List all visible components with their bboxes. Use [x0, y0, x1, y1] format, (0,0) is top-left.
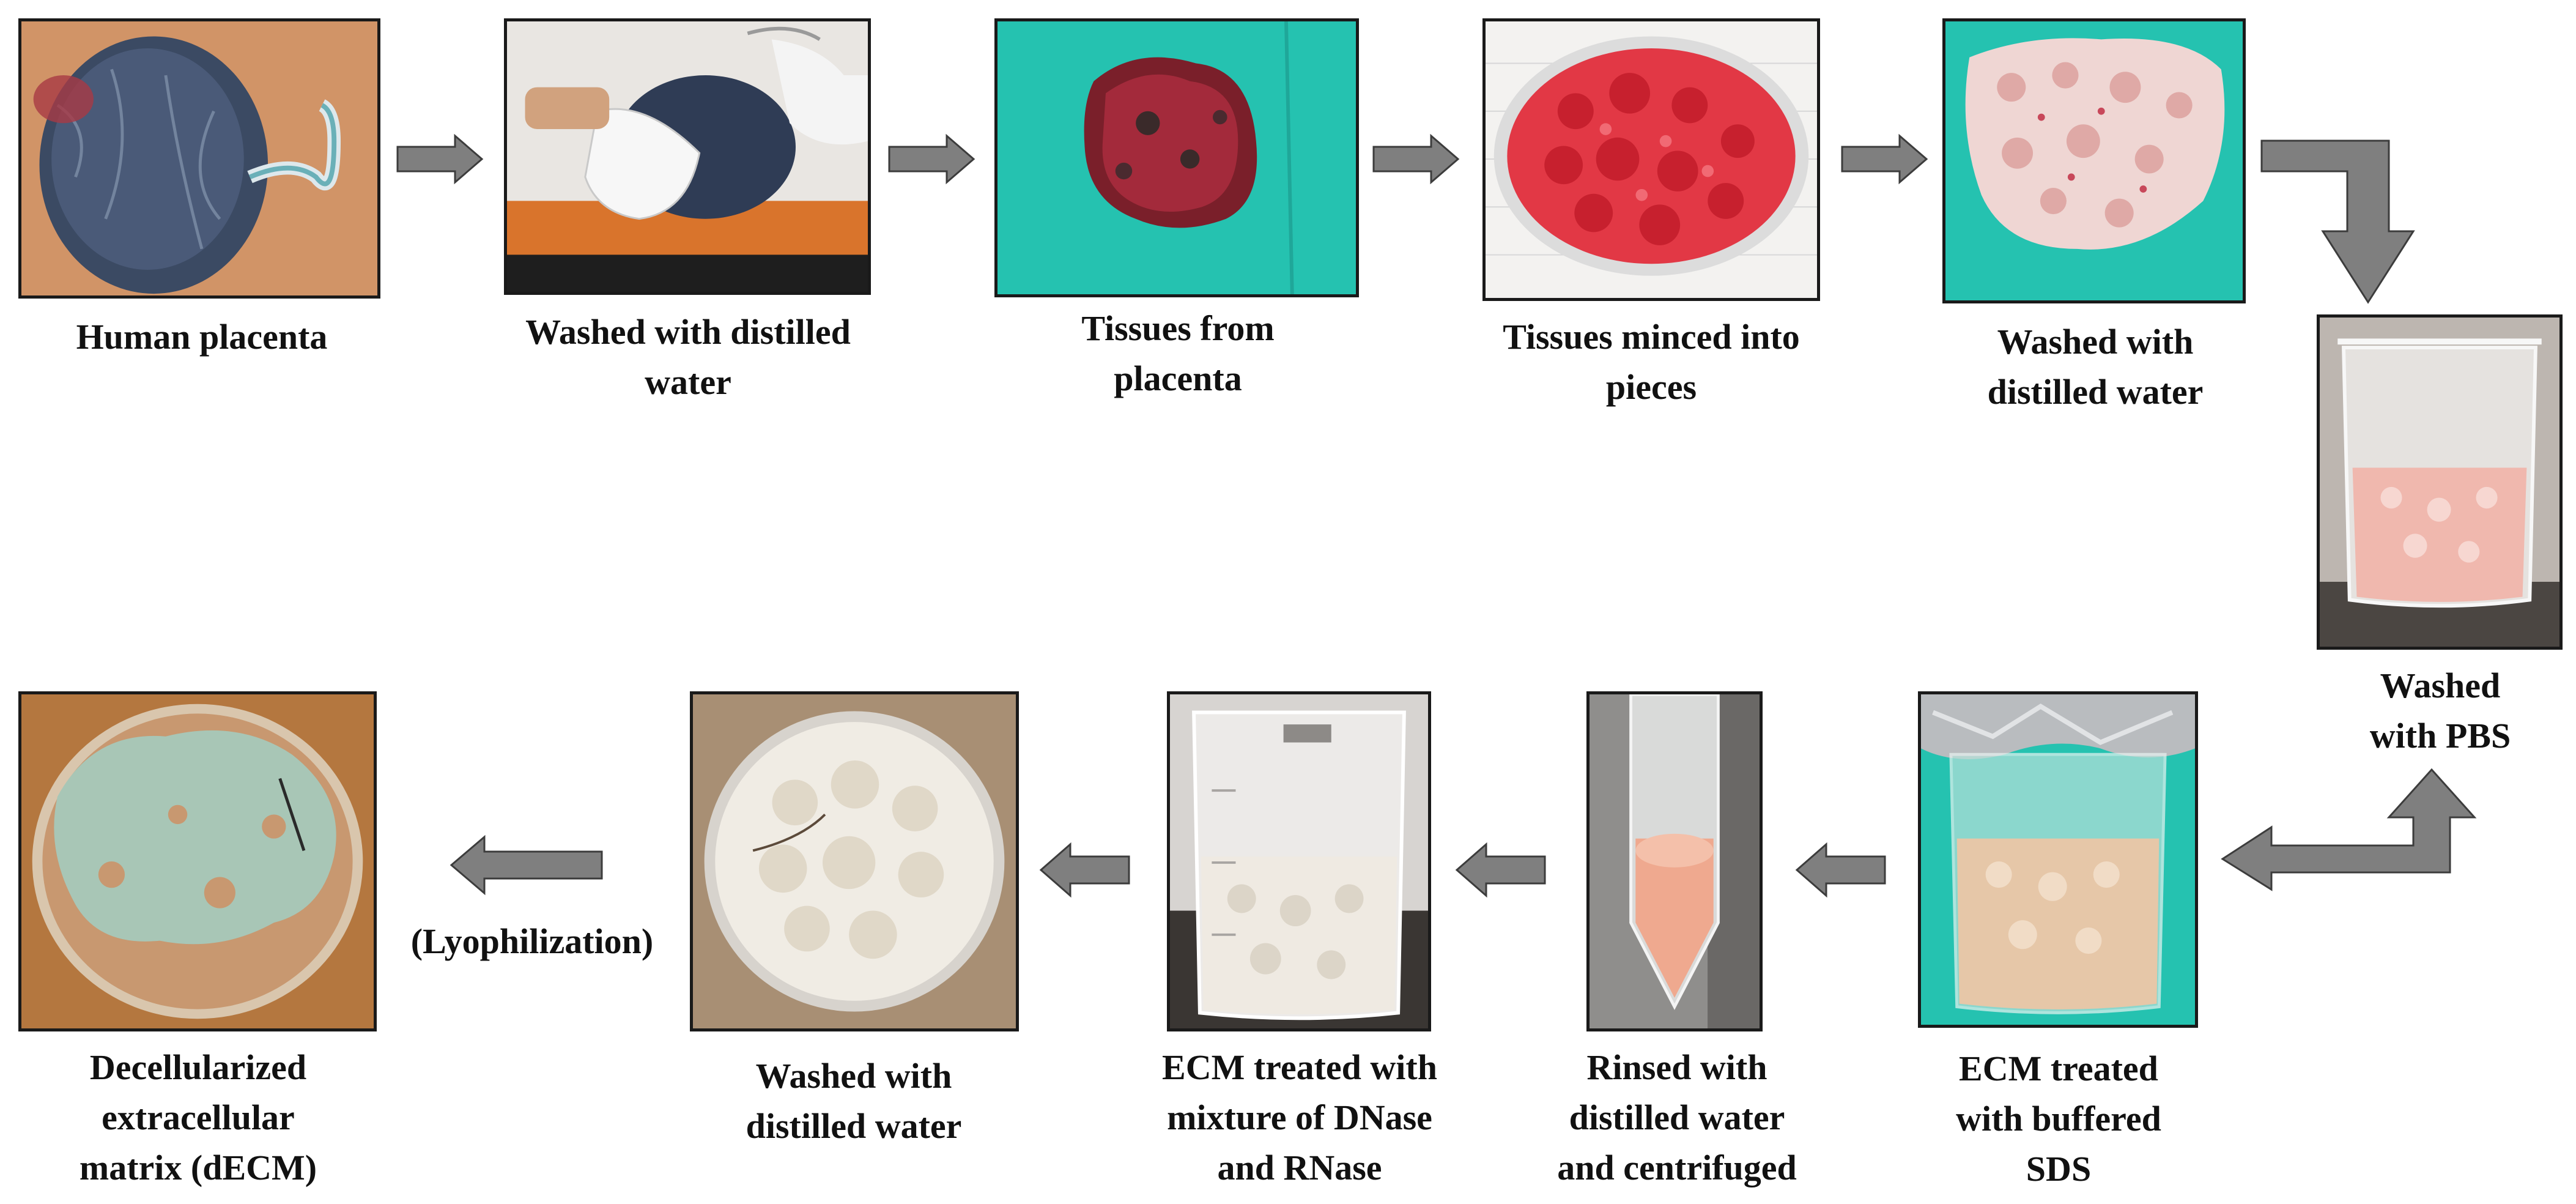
photo-dnase-beaker: [1167, 691, 1431, 1031]
caption-rinsed-centrifuged: Rinsed with distilled water and centrifu…: [1557, 1047, 1797, 1187]
photo-washed-dish: [690, 691, 1019, 1031]
arrow-left-icon: [450, 834, 603, 896]
arrow-right-icon: [1841, 133, 1928, 185]
caption-ecm-dnase-rnase: ECM treated with mixture of DNase and RN…: [1162, 1047, 1437, 1187]
photo-sds-beaker: [1918, 691, 2198, 1028]
arrow-right-icon: [1372, 133, 1460, 185]
caption-washed-with-pbs: Washed with PBS: [2369, 666, 2511, 756]
caption-tissues-minced: Tissues minced into pieces: [1503, 317, 1800, 407]
arrow-right-icon: [888, 133, 975, 185]
photo-washed-tissue-teal: [1942, 18, 2246, 303]
label-lyophilization: (Lyophilization): [410, 921, 654, 961]
caption-washed-distilled-water-1: Washed with distilled water: [525, 312, 851, 402]
arrow-elbow-down-icon: [2260, 139, 2444, 305]
photo-pbs-beaker: [2317, 314, 2563, 650]
photo-washing-placenta: [504, 18, 871, 295]
caption-washed-distilled-water-2: Washed with distilled water: [1987, 322, 2204, 412]
photo-tissues-minced: [1482, 18, 1820, 301]
photo-human-placenta: [18, 18, 380, 299]
arrow-right-icon: [396, 133, 484, 185]
arrow-elbow-left-icon: [2220, 768, 2477, 891]
caption-tissues-from-placenta: Tissues from placenta: [1081, 308, 1275, 398]
caption-human-placenta: Human placenta: [76, 317, 328, 357]
arrow-left-icon: [1455, 842, 1546, 898]
arrow-left-icon: [1795, 842, 1886, 898]
caption-decellularized-ecm: Decellularized extracellular matrix (dEC…: [79, 1047, 317, 1187]
arrow-left-icon: [1039, 842, 1130, 898]
photo-tissues-from-placenta: [994, 18, 1359, 297]
caption-washed-distilled-water-3: Washed with distilled water: [746, 1056, 962, 1146]
photo-decm-dish: [18, 691, 377, 1031]
photo-centrifuge-tube: [1586, 691, 1763, 1031]
caption-ecm-buffered-sds: ECM treated with buffered SDS: [1956, 1049, 2161, 1189]
